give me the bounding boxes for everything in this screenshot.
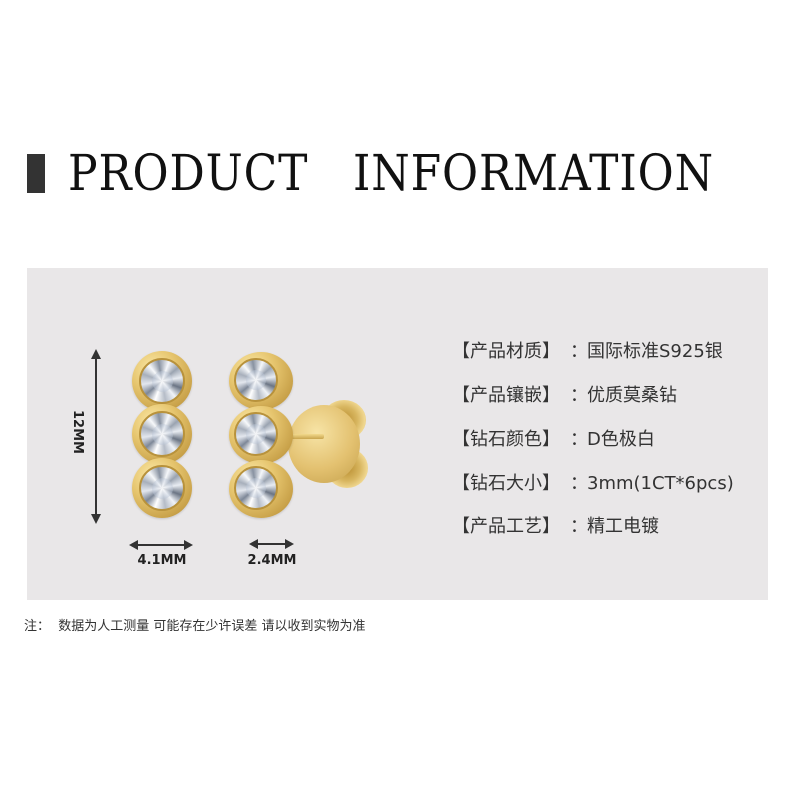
spec-label: 【产品材质】 <box>452 341 560 362</box>
spec-label: 【钻石颜色】 <box>452 429 560 450</box>
spec-row-craft: 【产品工艺】 ： 精工电镀 <box>452 511 772 543</box>
diamond-stone <box>234 466 278 510</box>
front-width-label: 4.1MM <box>137 553 187 568</box>
height-dimension-label: 12MM <box>70 410 85 454</box>
spec-value: 精工电镀 <box>587 516 659 537</box>
side-width-label: 2.4MM <box>247 553 297 568</box>
side-width-arrow-icon <box>249 539 294 549</box>
diamond-stone <box>234 412 278 456</box>
spec-value: 优质莫桑钻 <box>587 385 677 406</box>
spec-value: D色极白 <box>587 429 655 450</box>
earring-post <box>276 434 324 439</box>
front-width-arrow-icon <box>129 540 193 550</box>
measurement-note: 注： 数据为人工测量 可能存在少许误差 请以收到实物为准 <box>24 619 366 634</box>
spec-row-diamond-size: 【钻石大小】 ： 3mm(1CT*6pcs) <box>452 468 772 500</box>
spec-label: 【产品镶嵌】 <box>452 385 560 406</box>
spec-value: 3mm(1CT*6pcs) <box>587 473 734 494</box>
spec-colon: ： <box>570 516 588 537</box>
spec-row-setting: 【产品镶嵌】 ： 优质莫桑钻 <box>452 380 772 412</box>
spec-row-diamond-color: 【钻石颜色】 ： D色极白 <box>452 424 772 456</box>
earring-back-disc <box>288 405 360 483</box>
diamond-stone <box>234 358 278 402</box>
header-accent-bar <box>27 154 45 193</box>
spec-value: 国际标准S925银 <box>587 341 723 362</box>
diamond-stone <box>139 465 185 511</box>
diamond-stone <box>139 358 185 404</box>
height-dimension-arrow-icon <box>91 349 101 524</box>
spec-colon: ： <box>570 473 588 494</box>
spec-colon: ： <box>570 429 588 450</box>
spec-label: 【产品工艺】 <box>452 516 560 537</box>
spec-colon: ： <box>570 385 588 406</box>
diamond-stone <box>139 411 185 457</box>
page-title: PRODUCT INFORMATION <box>68 144 714 202</box>
spec-label: 【钻石大小】 <box>452 473 560 494</box>
spec-colon: ： <box>570 341 588 362</box>
spec-row-material: 【产品材质】 ： 国际标准S925银 <box>452 336 772 368</box>
